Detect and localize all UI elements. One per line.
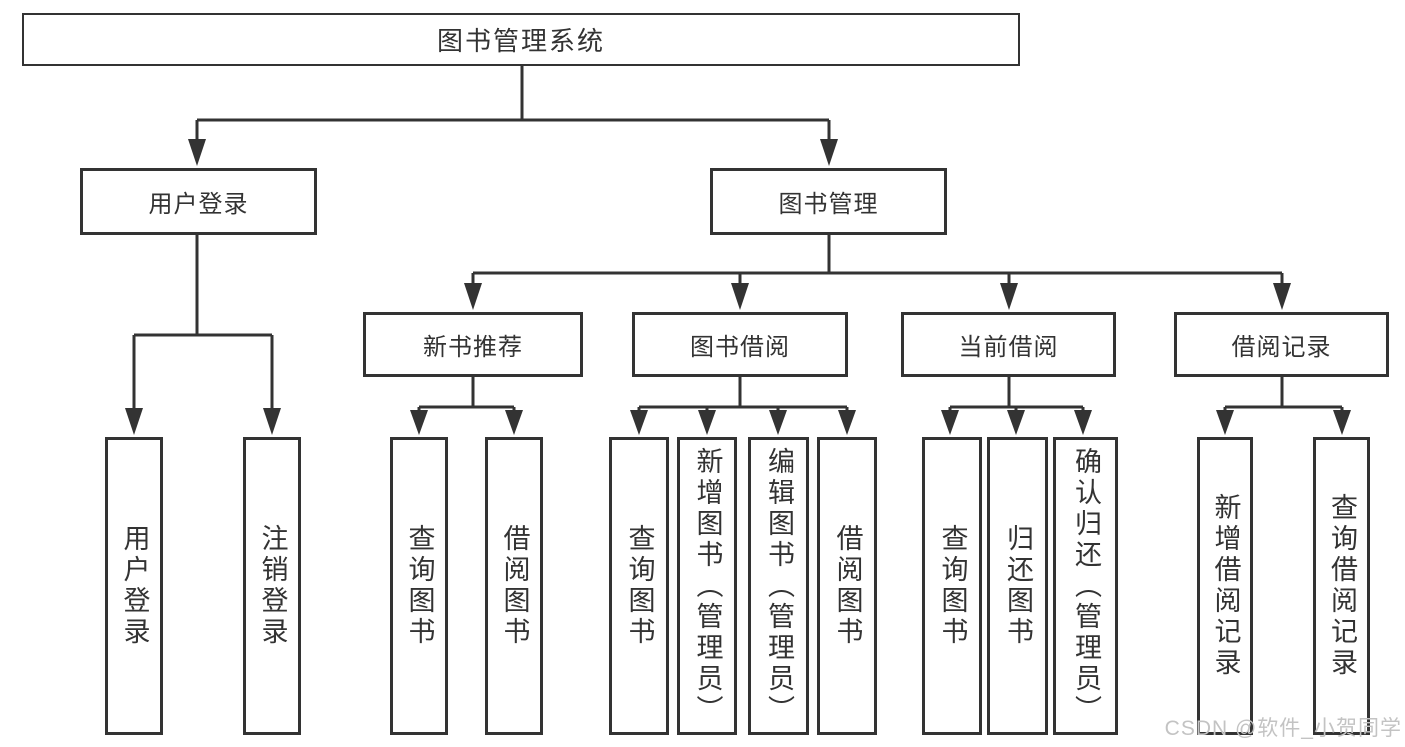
node-label: 用户登录: [148, 191, 249, 218]
connector-book-management-to-level3: [471, 235, 1284, 294]
leaf-add-borrow-record: 新增借阅记录: [1197, 437, 1253, 735]
node-label: 借阅图书: [832, 524, 863, 648]
node-book-borrow: 图书借阅: [632, 312, 848, 377]
node-label: 注销登录: [257, 524, 288, 648]
arrowhead-icons: [125, 139, 1351, 435]
node-label: 借阅图书: [499, 524, 530, 648]
connector-recommend-to-leaves: [417, 377, 516, 419]
connector-borrow-to-leaves: [637, 377, 849, 419]
node-label: 查询图书: [937, 524, 968, 648]
node-label: 用户登录: [119, 524, 150, 648]
node-borrow-records: 借阅记录: [1174, 312, 1389, 377]
leaf-logout: 注销登录: [243, 437, 301, 735]
node-user-login: 用户登录: [80, 168, 317, 235]
leaf-query-books-recommend: 查询图书: [390, 437, 448, 735]
node-label: 当前借阅: [958, 334, 1059, 361]
csdn-watermark: CSDN @软件_小贺同学: [1164, 717, 1402, 740]
node-current-borrow: 当前借阅: [901, 312, 1116, 377]
leaf-borrow-books-recommend: 借阅图书: [485, 437, 543, 735]
node-library-management-system: 图书管理系统: [22, 13, 1020, 66]
node-label: 查询借阅记录: [1327, 493, 1357, 679]
leaf-borrow-books: 借阅图书: [817, 437, 877, 735]
node-label: 新书推荐: [423, 334, 523, 361]
connector-user-login-to-leaves: [132, 235, 274, 419]
leaf-confirm-return-admin: 确认归还（管理员）: [1053, 437, 1118, 735]
leaf-user-login: 用户登录: [105, 437, 163, 735]
node-label: 确认归还（管理员）: [1071, 446, 1101, 726]
node-label: 图书管理: [778, 191, 879, 218]
node-label: 编辑图书（管理员）: [764, 446, 794, 726]
node-label: 图书管理系统: [436, 26, 605, 56]
node-label: 归还图书: [1003, 524, 1033, 648]
node-label: 查询图书: [624, 524, 655, 648]
leaf-edit-books-admin: 编辑图书（管理员）: [748, 437, 809, 735]
node-label: 新增借阅记录: [1210, 493, 1241, 679]
node-label: 查询图书: [404, 524, 435, 648]
connector-root-to-level2: [195, 66, 831, 150]
leaf-add-books-admin: 新增图书（管理员）: [677, 437, 737, 735]
leaf-query-borrow-record: 查询借阅记录: [1313, 437, 1370, 735]
node-label: 借阅记录: [1231, 334, 1332, 361]
node-label: 新增图书（管理员）: [692, 446, 723, 726]
node-label: 图书借阅: [690, 334, 790, 361]
leaf-return-books: 归还图书: [987, 437, 1048, 735]
node-book-management: 图书管理: [710, 168, 947, 235]
leaf-query-books-borrow: 查询图书: [609, 437, 669, 735]
leaf-query-books-current: 查询图书: [922, 437, 982, 735]
connector-records-to-leaves: [1223, 377, 1344, 419]
node-new-book-recommend: 新书推荐: [363, 312, 583, 377]
